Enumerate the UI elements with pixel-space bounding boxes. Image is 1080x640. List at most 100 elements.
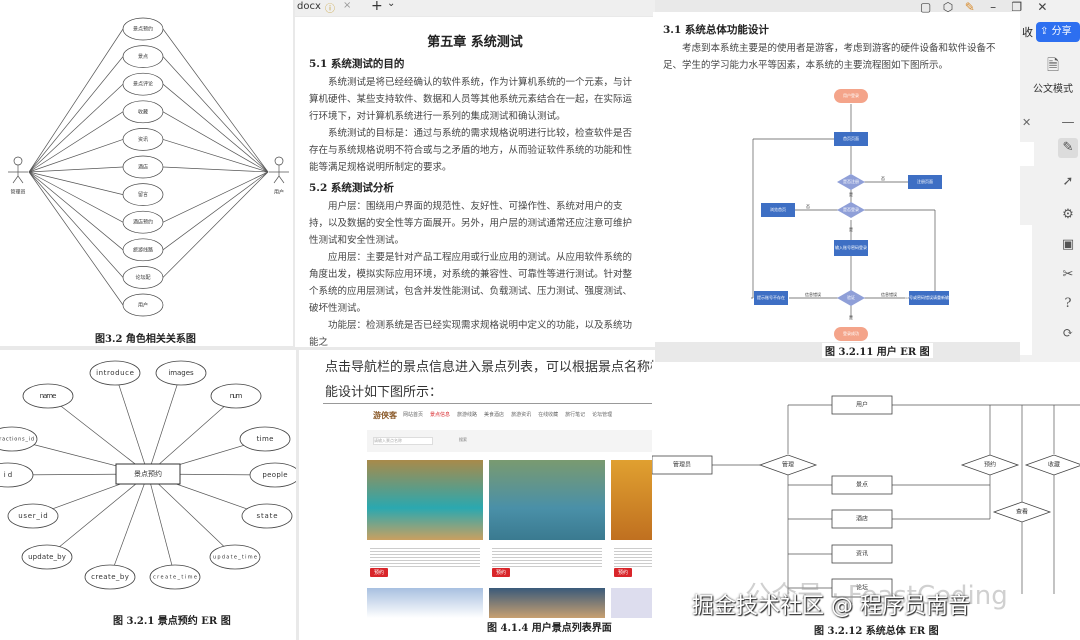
help-icon[interactable]: ?: [1064, 296, 1072, 311]
listpage-panel: 点击导航栏的景点信息进入景点列表，可以根据景点名称检 能设计如下图所示： 游侠客…: [299, 350, 655, 640]
paragraph: 用户层：围绕用户界面的规范性、友好性、可操作性、系统对用户的支持，以及数据的安全…: [309, 201, 633, 246]
attribute-ellipse: [7, 503, 59, 529]
io-node: [754, 291, 788, 305]
connector: [28, 171, 124, 278]
layout-icon[interactable]: ▢: [920, 0, 932, 14]
connector: [28, 28, 124, 173]
attraction-desc: [492, 546, 602, 568]
website-screenshot: 游侠客 网站首页景点信息旅游线路美食酒店旅游资讯在线收藏旅行笔记论坛管理 请输入…: [367, 408, 655, 618]
usecase-label: 酒店: [138, 164, 148, 171]
attribute-label: num: [230, 392, 243, 400]
connector: [147, 395, 237, 475]
share-icon: ⇪: [1040, 26, 1049, 37]
tools-icon[interactable]: ✂: [1062, 267, 1074, 282]
site-nav: 网站首页景点信息旅游线路美食酒店旅游资讯在线收藏旅行笔记论坛管理: [403, 411, 619, 418]
tab-dropdown-icon[interactable]: ⌄: [387, 0, 396, 9]
site-search-button[interactable]: 搜索: [459, 437, 467, 442]
settings-slider-icon[interactable]: ⚙: [1062, 207, 1074, 222]
connector: [28, 56, 124, 173]
attribute-label: attractions_id: [0, 437, 34, 443]
process-node-label: 浏览首页: [770, 206, 786, 212]
fav-label[interactable]: 收: [1022, 26, 1033, 39]
cursor-icon[interactable]: ➚: [1062, 174, 1074, 189]
watermark-juejin: 掘金技术社区 @ 程序员南音: [692, 594, 970, 619]
tab-close-icon[interactable]: ×: [343, 0, 352, 11]
book-button[interactable]: 预约: [370, 568, 389, 577]
edge-label: 是: [849, 191, 853, 197]
attribute-ellipse: [0, 462, 34, 488]
site-nav-item[interactable]: 在线收藏: [538, 412, 559, 418]
decision-node: [837, 174, 865, 190]
connector: [147, 372, 182, 475]
tab-docx[interactable]: docx: [297, 1, 321, 12]
process-node: [834, 240, 868, 256]
attribute-ellipse: [0, 426, 38, 452]
site-nav-item[interactable]: 美食酒店: [484, 412, 505, 418]
attribute-ellipse: [155, 360, 207, 386]
attraction-image: [489, 460, 605, 540]
connector: [114, 372, 149, 475]
site-nav-item[interactable]: 旅游资讯: [511, 412, 532, 418]
entity-box: [652, 455, 713, 475]
process-node: [761, 203, 795, 217]
brush-icon[interactable]: ✎: [964, 0, 975, 14]
share-label: 分享: [1051, 26, 1072, 37]
connector: [147, 473, 176, 578]
list-caption: 图 4.1.4 用户景点列表界面: [487, 623, 612, 634]
image-edit-icon[interactable]: ▣: [1061, 237, 1075, 252]
actor-icon: [274, 156, 284, 166]
edge-label: 是: [849, 314, 853, 320]
attribute-label: people: [262, 471, 287, 479]
process-node-label: 注册页面: [917, 178, 933, 184]
entity-box: [831, 475, 893, 495]
minimize-icon[interactable]: –: [990, 0, 997, 14]
edge-label: 信息错误: [805, 291, 821, 297]
connector: [28, 111, 124, 173]
close-icon[interactable]: ✕: [1037, 0, 1048, 14]
attraction-card[interactable]: 预约: [611, 460, 655, 582]
attraction-card[interactable]: 预约: [489, 460, 605, 582]
edge-label: 是: [849, 226, 853, 232]
collapse-icon[interactable]: —: [1061, 115, 1075, 130]
share-button[interactable]: ⇪ 分享: [1036, 22, 1080, 42]
site-nav-item[interactable]: 旅游线路: [457, 412, 478, 418]
site-search-bar: 请输入景点名称 搜索: [367, 430, 655, 452]
flowchart: 用户登录首页页面是否注册注册页面是否登录浏览首页输入账号密码登录验证提示账号不存…: [751, 89, 953, 341]
attribute-label: images: [168, 369, 194, 377]
usecase-ellipse: [122, 72, 164, 96]
section-heading: 5.2 系统测试分析: [309, 182, 394, 194]
io-node: [909, 291, 949, 305]
book-button[interactable]: 预约: [614, 568, 633, 577]
flowchart-caption: 图 3.2.11 用户 ER 图: [822, 343, 933, 358]
actor-icon: [17, 175, 24, 184]
pen-icon[interactable]: ✎: [1058, 138, 1078, 158]
restore-icon[interactable]: ❐: [1011, 0, 1023, 14]
attraction-desc: [614, 546, 655, 568]
cube-icon[interactable]: ⬡: [942, 0, 954, 14]
attribute-ellipse: [241, 503, 293, 529]
usecase-caption: 图3.2 角色相关关系图: [95, 334, 196, 345]
attribute-ellipse: [249, 462, 296, 488]
doc-mode-button[interactable]: 🗎 公文模式: [1026, 55, 1080, 95]
entity-label: 景点预约: [134, 469, 162, 478]
new-tab-button[interactable]: +: [371, 0, 383, 14]
paragraph: 考虑到本系统主要是的使用者是游客，考虑到游客的硬件设备和软件设备不足、学生的学习…: [663, 43, 996, 71]
site-nav-item[interactable]: 旅行笔记: [565, 412, 586, 418]
attraction-card[interactable]: 预约: [367, 460, 483, 582]
site-search-input[interactable]: 请输入景点名称: [373, 437, 433, 445]
side-panel-close[interactable]: ✕: [1022, 116, 1032, 129]
attribute-ellipse: [239, 426, 291, 452]
site-nav-item[interactable]: 论坛管理: [592, 412, 613, 418]
tab-bar: docx ⓘ × + ⌄: [295, 0, 655, 16]
edge-label: 信息错误: [881, 291, 897, 297]
entity-label: 景点: [856, 481, 868, 489]
connector: [46, 473, 149, 558]
relation-label: 预约: [984, 461, 996, 469]
site-nav-item[interactable]: 景点信息: [430, 412, 451, 418]
info-icon: ⓘ: [325, 4, 335, 15]
site-nav-item[interactable]: 网站首页: [403, 412, 424, 418]
sync-icon[interactable]: ⟳: [1062, 326, 1074, 341]
attribute-label: update_time: [213, 555, 257, 561]
attraction-image: [611, 588, 655, 618]
book-button[interactable]: 预约: [492, 568, 511, 577]
